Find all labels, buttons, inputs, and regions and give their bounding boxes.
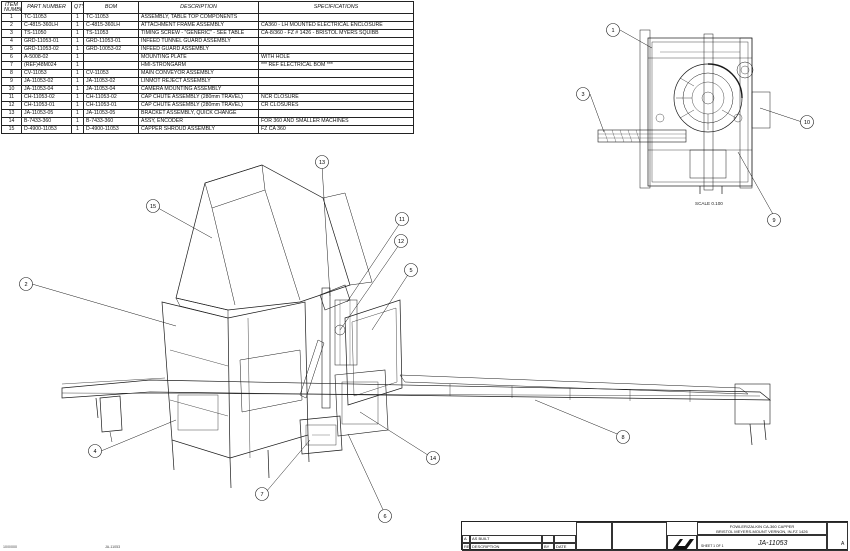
infeed-guard [344, 299, 403, 406]
svg-text:11: 11 [399, 217, 405, 223]
balloon-1: 1 [606, 23, 620, 37]
drawing-number-cell: SHEET 1 OF 1 JA-11053 [697, 535, 827, 551]
top-view [597, 29, 771, 194]
balloon-13: 13 [315, 155, 329, 169]
balloon-14: 14 [426, 451, 440, 465]
revision-entry: AS BUILT [470, 535, 542, 543]
bill-of-materials-table: ITEM NUMBER PART NUMBER QTY BOM DESCRIPT… [1, 1, 414, 134]
sheet-label: SHEET 1 OF 1 [701, 544, 724, 548]
svg-text:4: 4 [93, 449, 96, 455]
svg-text:6: 6 [383, 514, 386, 520]
svg-text:9: 9 [772, 218, 775, 224]
customer-name: FOWLER/ZALKIN CA-360 CAPPER [729, 524, 795, 529]
drawing-number: JA-11053 [758, 540, 788, 547]
balloon-15: 15 [146, 199, 160, 213]
svg-text:10: 10 [804, 120, 810, 126]
svg-text:13: 13 [319, 160, 325, 166]
drawn-by-cell [612, 522, 667, 551]
item-balloons: 1 3 9 10 2 4 5 6 7 8 11 12 13 14 15 [19, 23, 814, 523]
isometric-view [61, 164, 772, 489]
svg-text:14: 14 [430, 456, 436, 462]
approval-cell [576, 522, 612, 551]
balloon-6: 6 [378, 509, 392, 523]
svg-text:8: 8 [621, 435, 624, 441]
svg-text:2: 2 [24, 282, 27, 288]
balloon-9: 9 [767, 213, 781, 227]
customer-cell: FOWLER/ZALKIN CA-360 CAPPER BRISTOL MEYE… [697, 522, 827, 535]
svg-text:5: 5 [409, 268, 412, 274]
balloon-11: 11 [395, 212, 409, 226]
balloon-5: 5 [404, 263, 418, 277]
revision-letter: A [462, 535, 470, 543]
svg-text:3: 3 [581, 92, 584, 98]
infeed-tunnel-guard [99, 395, 123, 433]
bom-cell-specification: FZ CA 360 [258, 125, 414, 134]
customer-location: BRISTOL MEYERS-MOUNT VERNON, IN-FZ 1426 [716, 529, 808, 534]
hmi-strongarm [299, 415, 343, 455]
attachment-frame [161, 301, 231, 459]
revision-area: A AS BUILT REV DESCRIPTION BY DATE [462, 522, 612, 551]
leader-lines [31, 29, 803, 515]
svg-text:7: 7 [260, 492, 263, 498]
balloon-10: 10 [800, 115, 814, 129]
rev-label: REV [462, 543, 470, 551]
footer-mid-code: JA-11053 [105, 545, 120, 549]
sheet-size: A [841, 541, 845, 547]
balloon-12: 12 [394, 234, 408, 248]
balloon-4: 4 [88, 444, 102, 458]
by-label: BY [542, 543, 554, 551]
scale-label: SCALE 0.100 [695, 201, 723, 206]
title-block: A AS BUILT REV DESCRIPTION BY DATE FOWLE… [461, 521, 848, 551]
footer-left-code: 10/0/000 [3, 545, 17, 549]
balloon-8: 8 [616, 430, 630, 444]
svg-text:1: 1 [611, 28, 614, 34]
sheet-size-cell: A [827, 522, 848, 551]
top-view-infeed [597, 129, 687, 143]
date-label: DATE [554, 543, 576, 551]
revision-date [554, 535, 576, 543]
balloon-2: 2 [19, 277, 33, 291]
balloon-3: 3 [576, 87, 590, 101]
logo-mark-icon [672, 539, 694, 550]
revision-by [542, 535, 554, 543]
top-view-camera-bracket [751, 91, 771, 129]
svg-text:15: 15 [150, 204, 156, 210]
balloon-7: 7 [255, 487, 269, 501]
company-logo [667, 535, 697, 551]
cap-chute-column [321, 287, 331, 409]
description-label: DESCRIPTION [470, 543, 542, 551]
svg-text:12: 12 [398, 239, 404, 245]
